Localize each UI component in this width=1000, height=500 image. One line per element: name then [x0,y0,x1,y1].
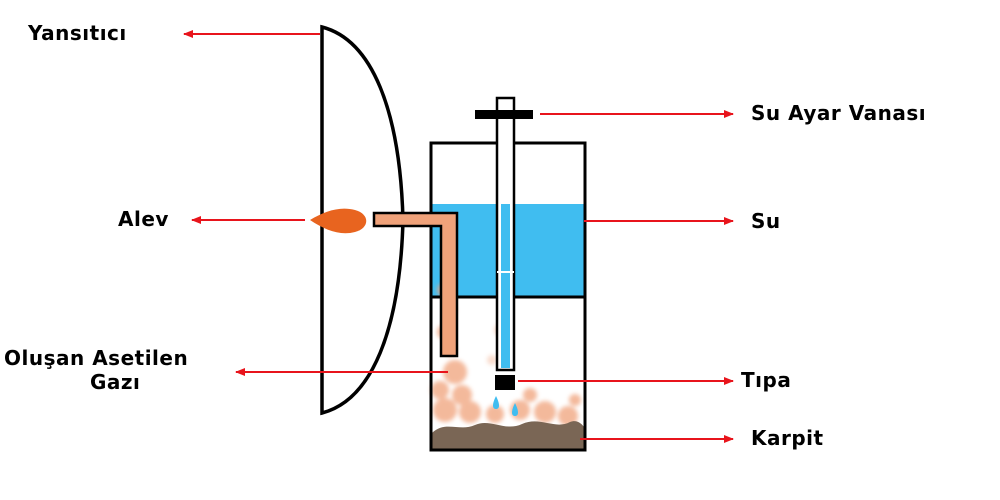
label-karpit: Karpit [751,426,824,450]
valve-tube-water [501,204,510,368]
label-tipa: Tıpa [741,368,791,392]
label-su-ayar-vanasi: Su Ayar Vanası [751,101,926,125]
label-su: Su [751,209,781,233]
carbide [432,421,584,449]
arrows [183,30,734,443]
water-drop-right [512,403,518,416]
flame [310,208,367,234]
label-yansitici: Yansıtıcı [27,21,127,45]
gas-pipe [372,211,459,358]
label-olusan-asetilen-line2: Gazı [90,370,140,394]
water-drop-left [493,396,499,409]
label-alev: Alev [118,207,169,231]
valve-handle [475,110,533,119]
stopper [495,375,515,390]
label-olusan-asetilen-line1: Oluşan Asetilen [4,346,188,370]
